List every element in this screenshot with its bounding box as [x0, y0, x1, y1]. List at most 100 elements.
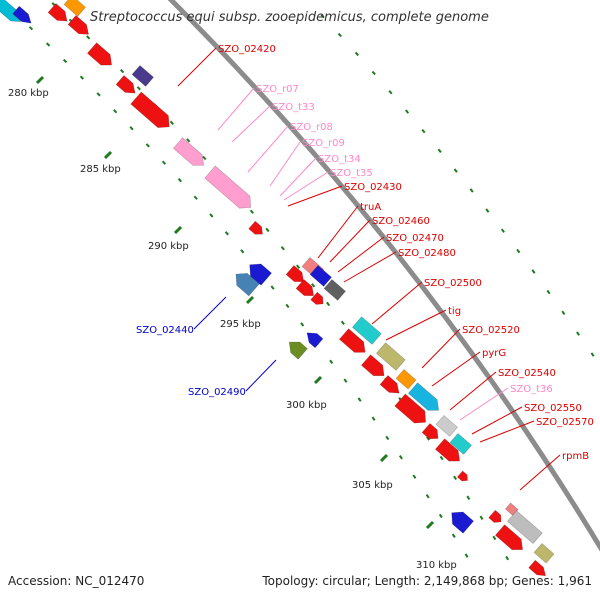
- major-tick: [173, 225, 183, 235]
- gene-purple: [131, 65, 154, 87]
- tick-mark-outer: [469, 188, 474, 193]
- scale-label: 300 kbp: [286, 400, 327, 411]
- leader-line: [421, 328, 461, 369]
- feature-label: SZO_02420: [218, 44, 276, 55]
- tick-mark-inner: [193, 195, 198, 200]
- tick-mark-inner: [464, 553, 469, 558]
- tick-mark-outer: [531, 269, 536, 274]
- leader-line: [269, 141, 301, 187]
- tick-mark-outer: [405, 109, 410, 114]
- tick-mark-inner: [280, 246, 285, 251]
- gene-blue-shape: [309, 265, 332, 287]
- tick-mark-inner: [296, 264, 301, 269]
- gene-rrna-shape: [172, 137, 205, 166]
- tick-mark-inner: [45, 42, 51, 47]
- feature-label: SZO_02470: [386, 233, 444, 244]
- gene-red-shape: [528, 559, 546, 577]
- feature-label: rpmB: [562, 451, 589, 462]
- gene-red-shape: [295, 279, 314, 297]
- gene-red-shape: [310, 291, 324, 305]
- major-tick: [313, 375, 323, 385]
- tick-mark-inner: [265, 227, 270, 233]
- gene-olive-reverse: [288, 341, 308, 360]
- gene-red: [115, 75, 136, 94]
- leader-line: [471, 406, 523, 435]
- gene-red: [285, 265, 304, 283]
- feature-label: SZO_02490: [188, 387, 246, 398]
- tick-mark-outer: [453, 168, 458, 173]
- tick-mark-inner: [249, 209, 254, 214]
- feature-label: SZO_t33: [272, 102, 315, 113]
- scale-label: 285 kbp: [80, 164, 121, 175]
- major-tick: [103, 150, 113, 160]
- tick-mark-outer: [500, 228, 505, 233]
- tick-mark-inner: [343, 378, 348, 383]
- tick-mark-inner: [62, 58, 68, 64]
- gene-red-shape: [488, 509, 502, 523]
- gene-red-shape: [434, 438, 460, 462]
- gene-red: [338, 328, 366, 353]
- tick-mark-inner: [439, 455, 444, 461]
- feature-label: SZO_02520: [462, 325, 520, 336]
- tick-mark-inner: [453, 475, 458, 481]
- gene-orange-shape: [63, 0, 86, 17]
- gene-blue-shape: [12, 5, 32, 24]
- tick-mark-inner: [209, 213, 214, 218]
- feature-label: SZO_02460: [372, 216, 430, 227]
- tick-mark-inner: [466, 495, 471, 500]
- feature-label: tig: [448, 306, 461, 317]
- gene-red: [488, 509, 502, 523]
- major-tick: [425, 520, 435, 530]
- tick-mark-inner: [169, 120, 174, 125]
- feature-label: SZO_02540: [498, 368, 556, 379]
- gene-cyan: [0, 0, 22, 23]
- gene-grey: [323, 279, 346, 301]
- gene-red-shape: [394, 393, 426, 424]
- leader-line: [193, 296, 227, 330]
- feature-label: SZO_02440: [136, 325, 194, 336]
- gene-red-shape: [285, 265, 304, 283]
- gene-cyan-shape: [351, 316, 382, 345]
- feature-label: SZO_02430: [344, 182, 402, 193]
- feature-label: SZO_02570: [536, 417, 594, 428]
- tick-mark-inner: [161, 160, 167, 165]
- tick-mark-inner: [177, 178, 182, 183]
- leader-line: [245, 359, 277, 392]
- gene-red: [67, 15, 89, 35]
- tick-mark-inner: [240, 249, 245, 254]
- feature-label: truA: [360, 202, 381, 213]
- tick-mark-outer: [516, 248, 521, 254]
- gene-red-shape: [67, 15, 89, 35]
- tick-mark-inner: [311, 283, 316, 288]
- accession-text: Accession: NC_012470: [8, 574, 145, 588]
- tick-mark-inner: [129, 126, 134, 131]
- feature-label: SZO_02500: [424, 278, 482, 289]
- tick-mark-outer: [485, 208, 490, 213]
- leader-line: [283, 171, 329, 201]
- tick-mark-outer: [337, 32, 342, 38]
- tick-mark-inner: [398, 455, 403, 460]
- scale-label: 310 kbp: [416, 560, 457, 571]
- tick-mark-inner: [86, 35, 91, 40]
- tick-mark-inner: [505, 555, 510, 561]
- gene-red: [528, 559, 546, 577]
- tick-mark-outer: [546, 289, 551, 295]
- tick-mark-inner: [438, 513, 443, 519]
- topology-text: Topology: circular; Length: 2,149,868 bp…: [262, 574, 592, 588]
- gene-red-shape: [47, 3, 68, 22]
- gene-blue: [309, 265, 332, 287]
- gene-red: [494, 524, 523, 551]
- gene-rrna-shape: [204, 165, 252, 209]
- tick-mark-inner: [371, 416, 376, 421]
- gene-blue-reverse-shape: [451, 511, 474, 534]
- tick-mark-inner: [224, 231, 229, 236]
- leader-line: [385, 309, 447, 341]
- leader-line: [519, 454, 561, 491]
- tick-mark-inner: [492, 535, 497, 541]
- gene-purple-shape: [131, 65, 154, 87]
- tick-mark-outer: [388, 90, 393, 95]
- gene-red: [421, 423, 439, 440]
- map-title: Streptococcus equi subsp. zooepidemicus,…: [90, 10, 489, 25]
- gene-red-shape: [86, 42, 112, 66]
